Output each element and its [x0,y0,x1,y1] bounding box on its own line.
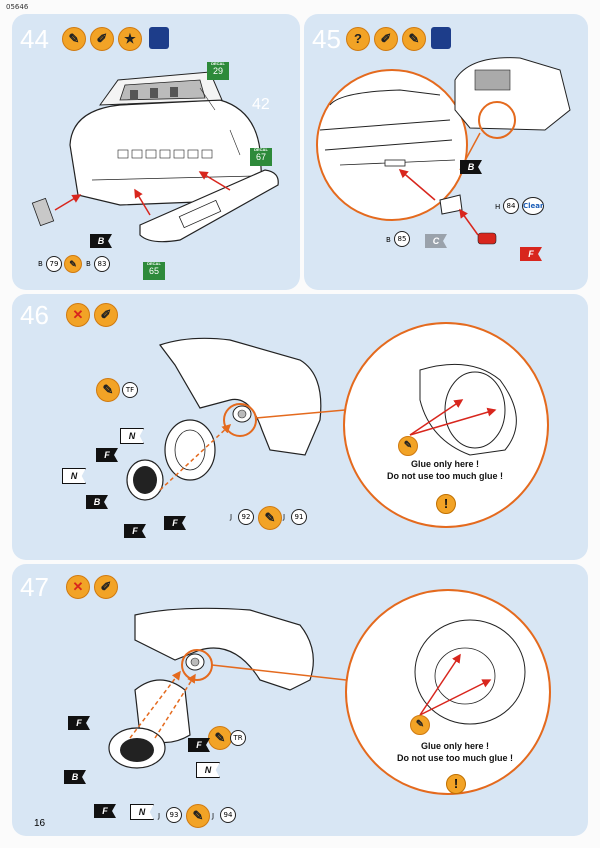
ref-letter: J [212,812,215,820]
glue-icon: ✎ [402,27,426,51]
paint-bottle-icon [149,27,169,49]
decal-tag: DECAL [254,147,268,152]
color-flag-b: B [64,770,86,784]
glue-small-icon: ✎ [208,726,232,750]
color-flag-f: F [96,448,118,462]
paint-brush-icon: ✐ [94,303,118,327]
glue-small-icon: ✎ [64,255,82,273]
color-flag-c: C [425,234,447,248]
step-45-number: 45 [312,24,341,54]
ref-j92: 92 [238,509,254,525]
color-flag-f: F [164,516,186,530]
paint-brush-icon: ✐ [374,27,398,51]
ref-letter: J [283,513,286,521]
no-glue-icon: ✕ [66,575,90,599]
step-47-number: 47 [20,572,49,602]
ref-letter: B [86,260,91,268]
ref-letter: H [495,203,501,211]
doc-code: 05646 [6,3,29,11]
ref-b85: 85 [394,231,410,247]
color-flag-f: F [68,716,90,730]
ref-tr: TR [230,730,246,746]
clear-paint-icon: Clear [522,197,544,215]
glue-small-icon: ✎ [96,378,120,402]
ref-tf: TF [122,382,138,398]
color-flag-f: F [94,804,116,818]
glue-small-icon: ✎ [186,804,210,828]
glue-icon: ✎ [410,715,430,735]
glue-line-1: Glue only here ! [410,459,479,469]
ref-letter: J [158,812,161,820]
color-flag-b: B [86,495,108,509]
decal-tag: DECAL [147,261,161,266]
paint-brush-icon: ✐ [90,27,114,51]
paint-bottle-icon [431,27,451,49]
glue-small-icon: ✎ [258,506,282,530]
color-flag-b: B [90,234,112,248]
glue-line-2: Do not use too much glue ! [387,471,503,481]
color-flag-f: F [124,524,146,538]
no-glue-icon: ✕ [66,303,90,327]
glue-line-1: Glue only here ! [420,741,489,751]
glue-instruction: Glue only here ! Do not use too much glu… [380,740,530,764]
decal-star-icon: ★ [118,27,142,51]
color-flag-n: N [196,762,220,778]
color-flag-f: F [520,247,542,261]
glue-instruction: Glue only here ! Do not use too much glu… [370,458,520,482]
page-number: 16 [34,818,46,829]
ref-letter: B [386,236,391,244]
ref-j94: 94 [220,807,236,823]
glue-icon: ✎ [62,27,86,51]
decal-tag: DECAL [211,61,225,66]
paint-brush-icon: ✐ [94,575,118,599]
color-flag-n: N [62,468,86,484]
color-flag-f: F [188,738,210,752]
step-44-number: 44 [20,24,49,54]
ref-j93: 93 [166,807,182,823]
ref-letter: B [38,260,43,268]
ref-h84: 84 [503,198,519,214]
warning-icon: ! [436,494,456,514]
glue-line-2: Do not use too much glue ! [397,753,513,763]
step-46-number: 46 [20,300,49,330]
question-icon: ? [346,27,370,51]
part-number-42: 42 [252,96,270,113]
ref-b79: 79 [46,256,62,272]
ref-letter: J [230,513,233,521]
ref-j91: 91 [291,509,307,525]
glue-icon: ✎ [398,436,418,456]
ref-b83: 83 [94,256,110,272]
color-flag-b: B [460,160,482,174]
warning-icon: ! [446,774,466,794]
